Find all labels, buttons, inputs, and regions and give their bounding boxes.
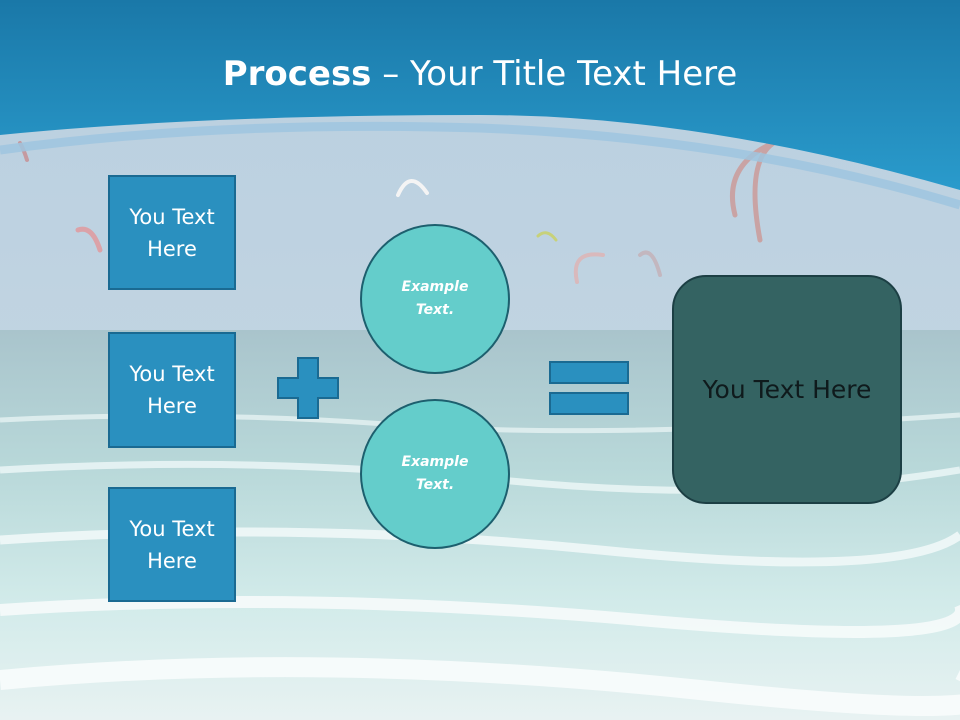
equals-icon bbox=[549, 361, 629, 415]
text-box-3[interactable]: You Text Here bbox=[108, 487, 236, 602]
example-circle-1[interactable]: Example Text. bbox=[360, 224, 510, 374]
text-box-2-label: You Text Here bbox=[129, 362, 215, 418]
plus-icon bbox=[277, 357, 339, 419]
result-box-text: You Text Here bbox=[702, 375, 872, 404]
slide-title: Process – Your Title Text Here bbox=[0, 50, 960, 98]
title-rest: – Your Title Text Here bbox=[371, 54, 738, 94]
example-circle-1-text: Example Text. bbox=[401, 279, 469, 318]
example-circle-2-text: Example Text. bbox=[401, 454, 469, 493]
text-box-3-label: You Text Here bbox=[129, 516, 215, 573]
result-box[interactable]: You Text Here bbox=[672, 275, 902, 504]
text-box-1[interactable]: You Text Here bbox=[108, 175, 236, 290]
title-bold: Process bbox=[222, 54, 372, 94]
text-box-1-label: You Text Here bbox=[129, 204, 215, 261]
text-box-2[interactable]: You Text Here bbox=[108, 332, 236, 448]
example-circle-2[interactable]: Example Text. bbox=[360, 399, 510, 549]
